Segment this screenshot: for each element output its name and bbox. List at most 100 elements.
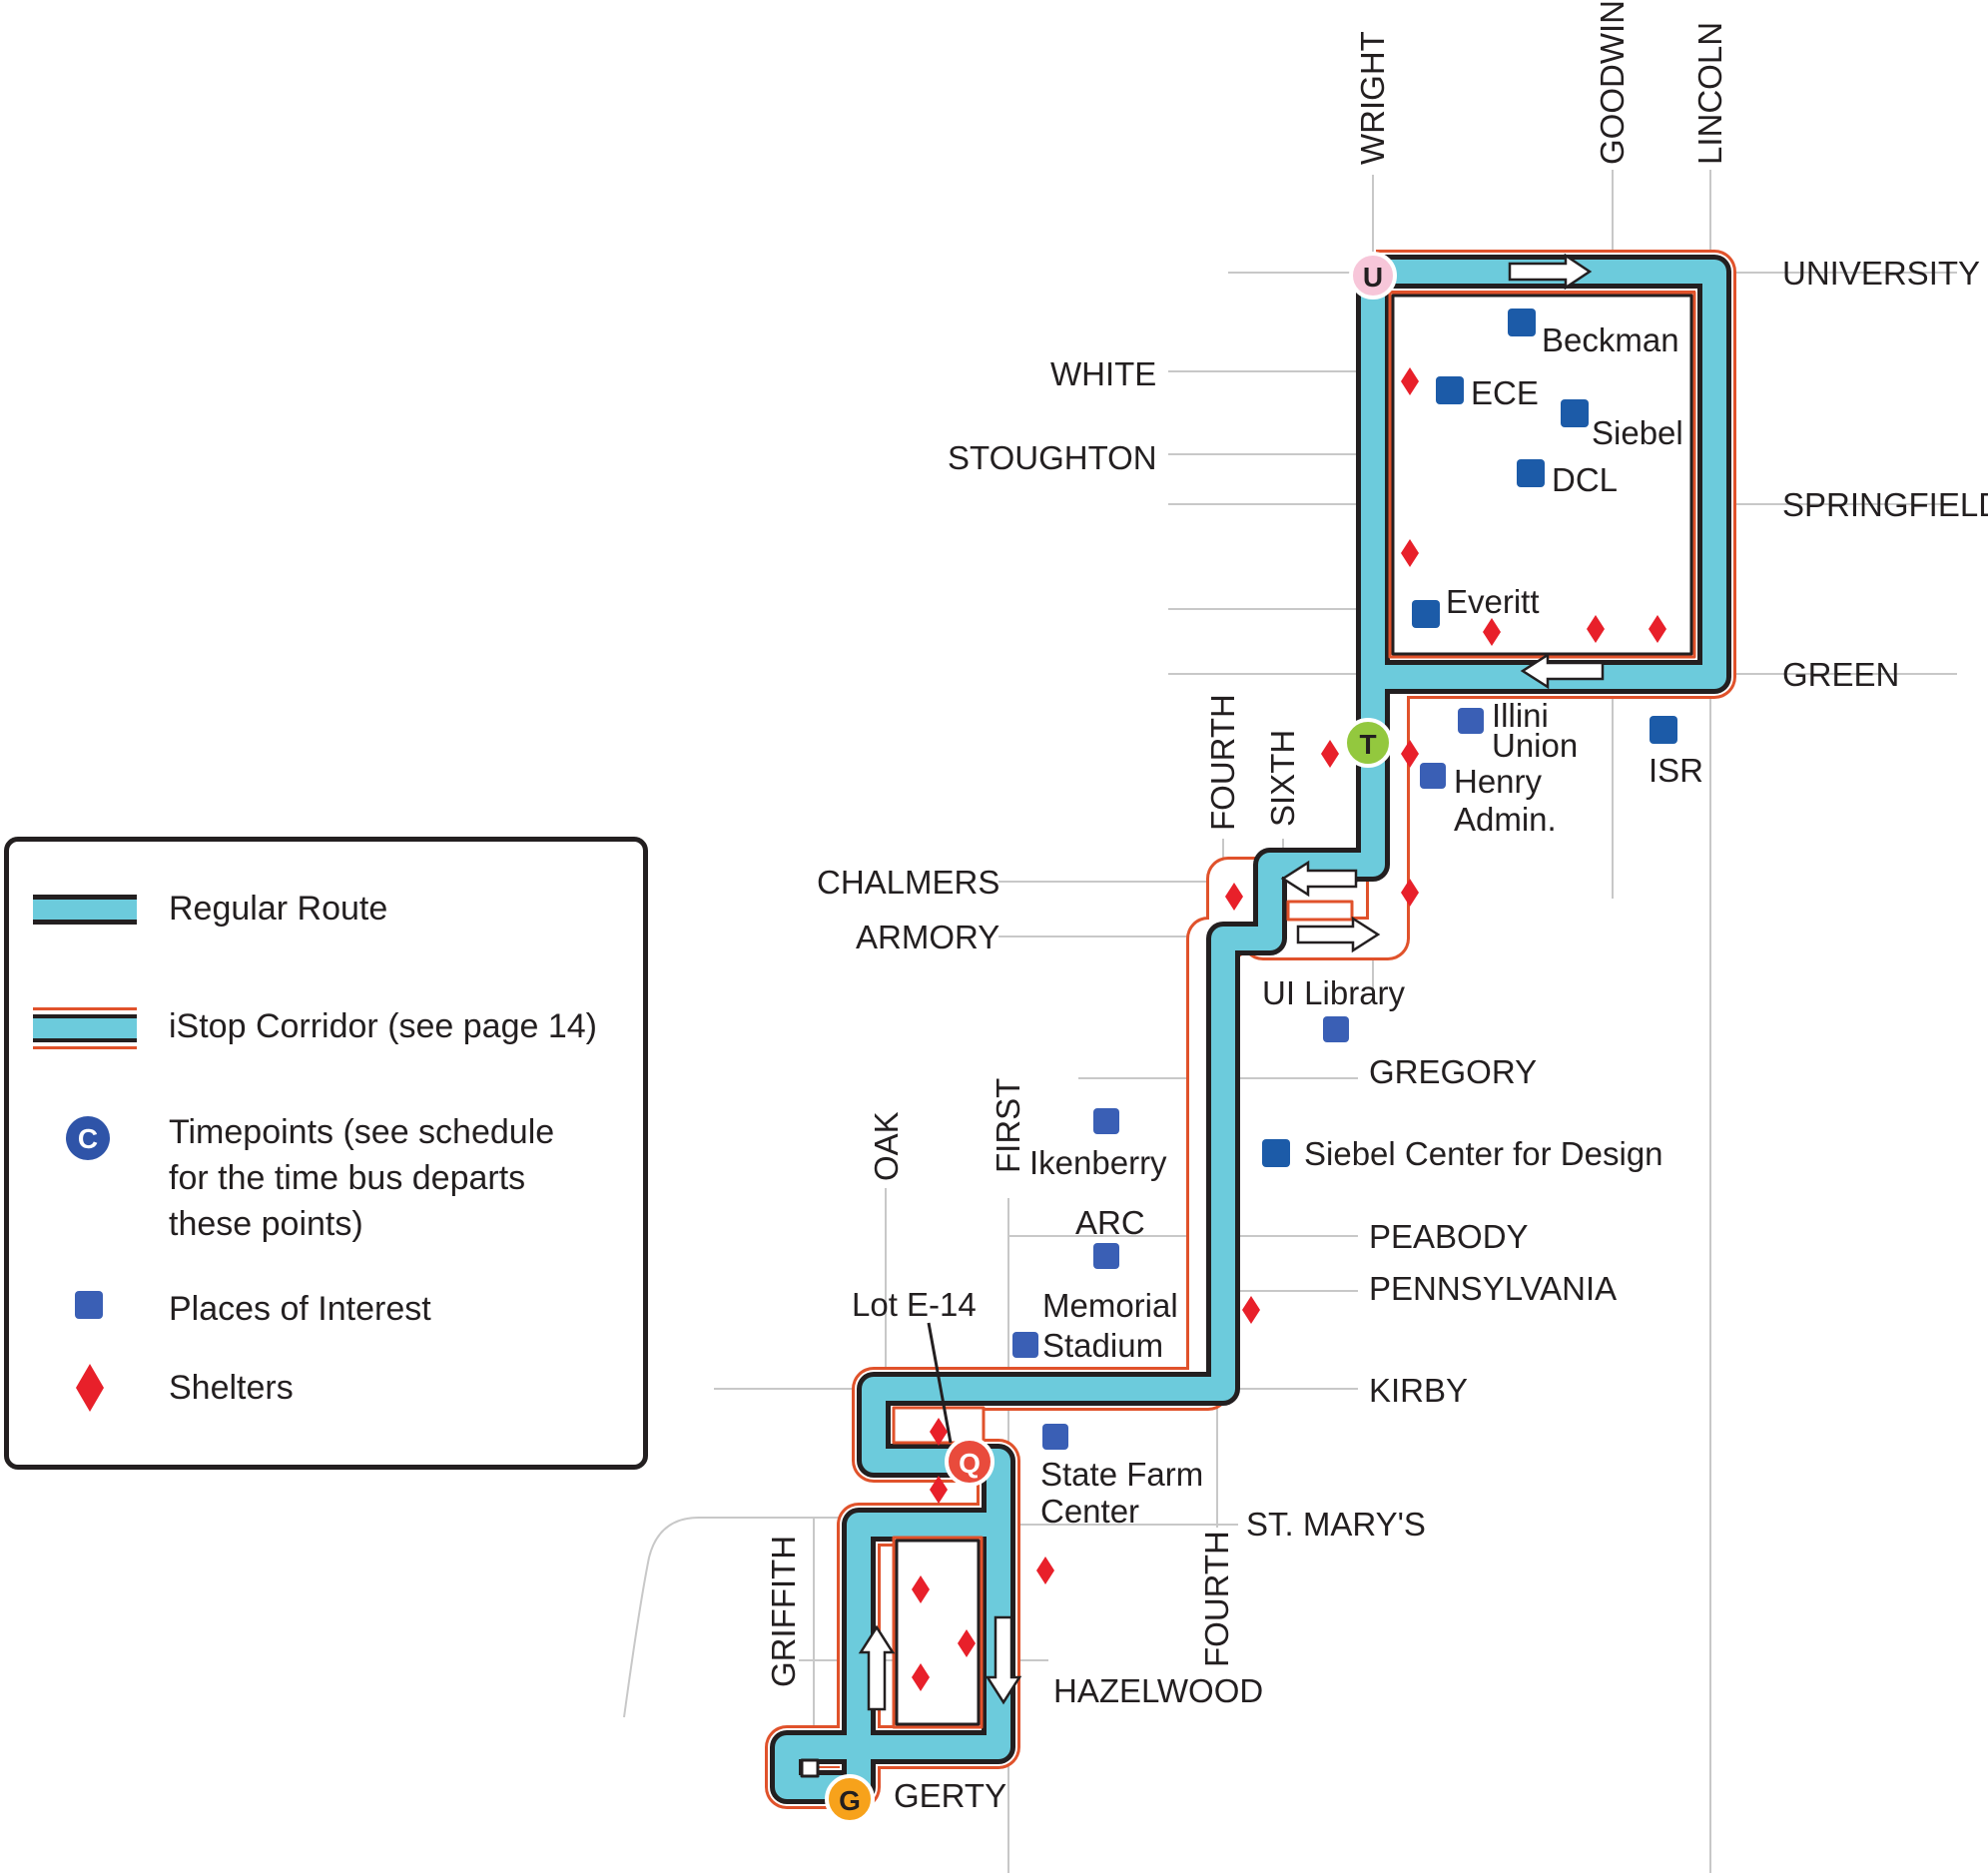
arrow-left-chalmers	[1280, 860, 1358, 898]
label-state-farm-1: State Farm	[1040, 1456, 1203, 1493]
label-lot-e14: Lot E-14	[852, 1286, 977, 1323]
place-marker-isr	[1650, 716, 1677, 744]
route-fill	[775, 260, 1726, 1799]
timepoint-u-label: U	[1363, 262, 1383, 293]
label-green: GREEN	[1782, 656, 1899, 693]
shelter-diamond	[1321, 740, 1339, 768]
legend-shelters-label: Shelters	[169, 1369, 294, 1407]
label-siebel-design: Siebel Center for Design	[1304, 1135, 1663, 1172]
shelter-diamond	[1649, 615, 1666, 643]
label-fourth-north: FOURTH	[1204, 694, 1241, 831]
arrow-right-armory	[1296, 916, 1381, 953]
shelter-symbol	[76, 1364, 104, 1412]
arrow-left-green	[1520, 652, 1605, 690]
shelter-diamond	[1036, 1557, 1054, 1584]
label-ece: ECE	[1471, 374, 1539, 411]
bus-route	[765, 250, 1736, 1809]
legend-timepoints-line2: for the time bus departs	[169, 1159, 526, 1197]
label-stoughton: STOUGHTON	[948, 439, 1157, 476]
street-curve-west	[623, 1517, 869, 1718]
shelter-diamond	[912, 1575, 930, 1603]
label-ui-library: UI Library	[1262, 974, 1406, 1011]
place-marker-ikenberry	[1093, 1108, 1119, 1134]
timepoint-symbol: C	[66, 1116, 110, 1160]
gerty-loop-inner	[800, 1758, 820, 1778]
label-state-farm-2: Center	[1040, 1493, 1139, 1530]
label-everitt: Everitt	[1446, 583, 1540, 620]
timepoint-q-label: Q	[959, 1448, 981, 1479]
direction-arrows	[858, 253, 1605, 1711]
label-beckman: Beckman	[1542, 321, 1679, 358]
label-lincoln: LINCOLN	[1691, 22, 1728, 165]
arrow-right-university	[1508, 253, 1593, 291]
istop-corridor-symbol	[33, 1007, 137, 1049]
label-henry-admin-1: Henry	[1454, 763, 1543, 800]
place-marker-memorial-stadium	[1012, 1332, 1038, 1358]
label-oak: OAK	[868, 1111, 905, 1181]
label-siebel: Siebel	[1592, 414, 1683, 451]
shelters	[912, 367, 1666, 1691]
place-labels: Beckman ECE Siebel DCL Everitt Illini Un…	[852, 321, 1703, 1530]
label-goodwin: GOODWIN	[1594, 0, 1631, 165]
label-springfield: SPRINGFIELD	[1782, 486, 1988, 523]
label-hazelwood: HAZELWOOD	[1053, 1672, 1263, 1709]
label-gerty: GERTY	[894, 1777, 1006, 1814]
street-labels: WRIGHT GOODWIN LINCOLN UNIVERSITY WHITE …	[765, 0, 1988, 1814]
label-memorial-stadium-2: Stadium	[1042, 1327, 1163, 1364]
label-dcl: DCL	[1552, 461, 1618, 498]
shelter-diamond	[912, 1663, 930, 1691]
label-white: WHITE	[1050, 355, 1156, 392]
timepoint-symbol-letter: C	[78, 1123, 98, 1154]
place-marker-beckman	[1508, 309, 1536, 336]
shelter-diamond	[1225, 883, 1243, 911]
label-henry-admin-2: Admin.	[1454, 801, 1557, 838]
place-markers	[1012, 309, 1677, 1450]
label-pennsylvania: PENNSYLVANIA	[1369, 1270, 1617, 1307]
legend-istop-corridor-label: iStop Corridor (see page 14)	[169, 1007, 598, 1045]
label-arc: ARC	[1075, 1204, 1145, 1241]
label-wright: WRIGHT	[1354, 31, 1391, 165]
place-marker-henry-admin	[1420, 763, 1446, 789]
place-marker-arc	[1093, 1243, 1119, 1269]
shelter-diamond	[1401, 740, 1419, 768]
shelter-diamond	[1483, 618, 1501, 646]
label-memorial-stadium-1: Memorial	[1042, 1287, 1178, 1324]
label-illini-union-1: Illini	[1492, 697, 1549, 734]
shelter-diamond	[1587, 615, 1605, 643]
place-marker-everitt	[1412, 600, 1440, 628]
label-kirby: KIRBY	[1369, 1372, 1468, 1409]
legend-regular-route-label: Regular Route	[169, 890, 388, 928]
label-gregory: GREGORY	[1369, 1053, 1537, 1090]
label-chalmers: CHALMERS	[817, 864, 999, 901]
label-university: UNIVERSITY	[1782, 255, 1980, 292]
place-marker-siebel	[1561, 399, 1589, 427]
place-marker-dcl	[1517, 459, 1545, 487]
timepoint-t: T	[1343, 718, 1393, 768]
map-legend: Regular Route iStop Corridor (see page 1…	[4, 837, 648, 1470]
label-griffith: GRIFFITH	[765, 1536, 802, 1687]
place-marker-illini-union	[1458, 708, 1484, 734]
street-grid	[623, 170, 1957, 1873]
shelter-diamond	[1401, 367, 1419, 395]
regular-route-symbol	[33, 895, 137, 925]
shelter-diamond	[930, 1476, 948, 1504]
place-marker-state-farm	[1042, 1424, 1068, 1450]
place-of-interest-symbol	[75, 1291, 103, 1319]
label-peabody: PEABODY	[1369, 1218, 1529, 1255]
place-marker-siebel-design	[1262, 1139, 1290, 1167]
label-first: FIRST	[990, 1078, 1026, 1173]
place-marker-ece	[1436, 376, 1464, 404]
legend-timepoints-line1: Timepoints (see schedule	[169, 1113, 555, 1151]
shelter-diamond	[1401, 879, 1419, 907]
timepoints: U T Q G	[825, 252, 1397, 1824]
label-armory: ARMORY	[856, 919, 999, 955]
timepoint-g-label: G	[839, 1785, 861, 1816]
label-ikenberry: Ikenberry	[1029, 1144, 1167, 1181]
shelter-diamond	[1242, 1296, 1260, 1324]
legend-places-of-interest-label: Places of Interest	[169, 1290, 431, 1328]
place-marker-ui-library	[1323, 1016, 1349, 1042]
shelter-diamond	[958, 1629, 976, 1657]
timepoint-u: U	[1349, 252, 1397, 300]
shelter-diamond	[930, 1418, 948, 1446]
